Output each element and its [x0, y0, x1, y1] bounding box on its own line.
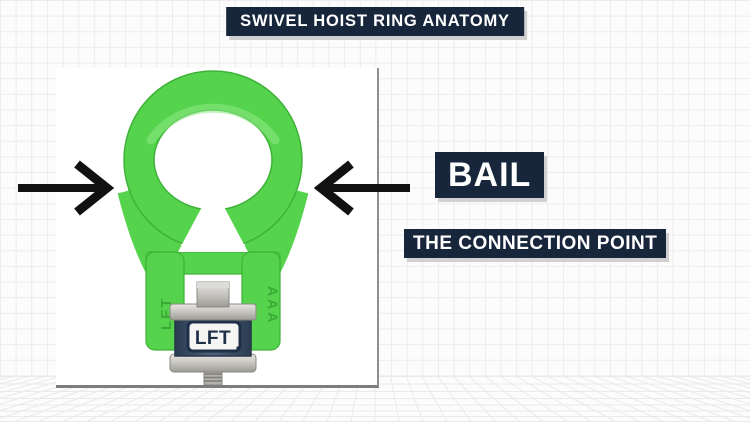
- caption-text: THE CONNECTION POINT: [413, 233, 658, 254]
- product-photo-panel: LFT AAA LFT: [56, 68, 379, 388]
- brand-badge: LFT: [186, 320, 242, 353]
- hoist-ring-illustration: LFT AAA LFT: [117, 70, 309, 385]
- swivel-base: LFT: [169, 281, 257, 385]
- bail-label-text: BAIL: [448, 156, 532, 194]
- bail-ring: LFT AAA: [117, 70, 309, 351]
- part-caption: THE CONNECTION POINT: [404, 229, 667, 258]
- page-title: SWIVEL HOIST RING ANATOMY: [240, 12, 510, 30]
- emboss-right-text: AAA: [265, 286, 281, 325]
- brand-text: LFT: [195, 328, 231, 349]
- threaded-stud: [203, 370, 223, 385]
- part-label-bail: BAIL: [435, 152, 545, 198]
- hex-bolt-head: [196, 281, 230, 308]
- title-banner: SWIVEL HOIST RING ANATOMY: [226, 7, 524, 36]
